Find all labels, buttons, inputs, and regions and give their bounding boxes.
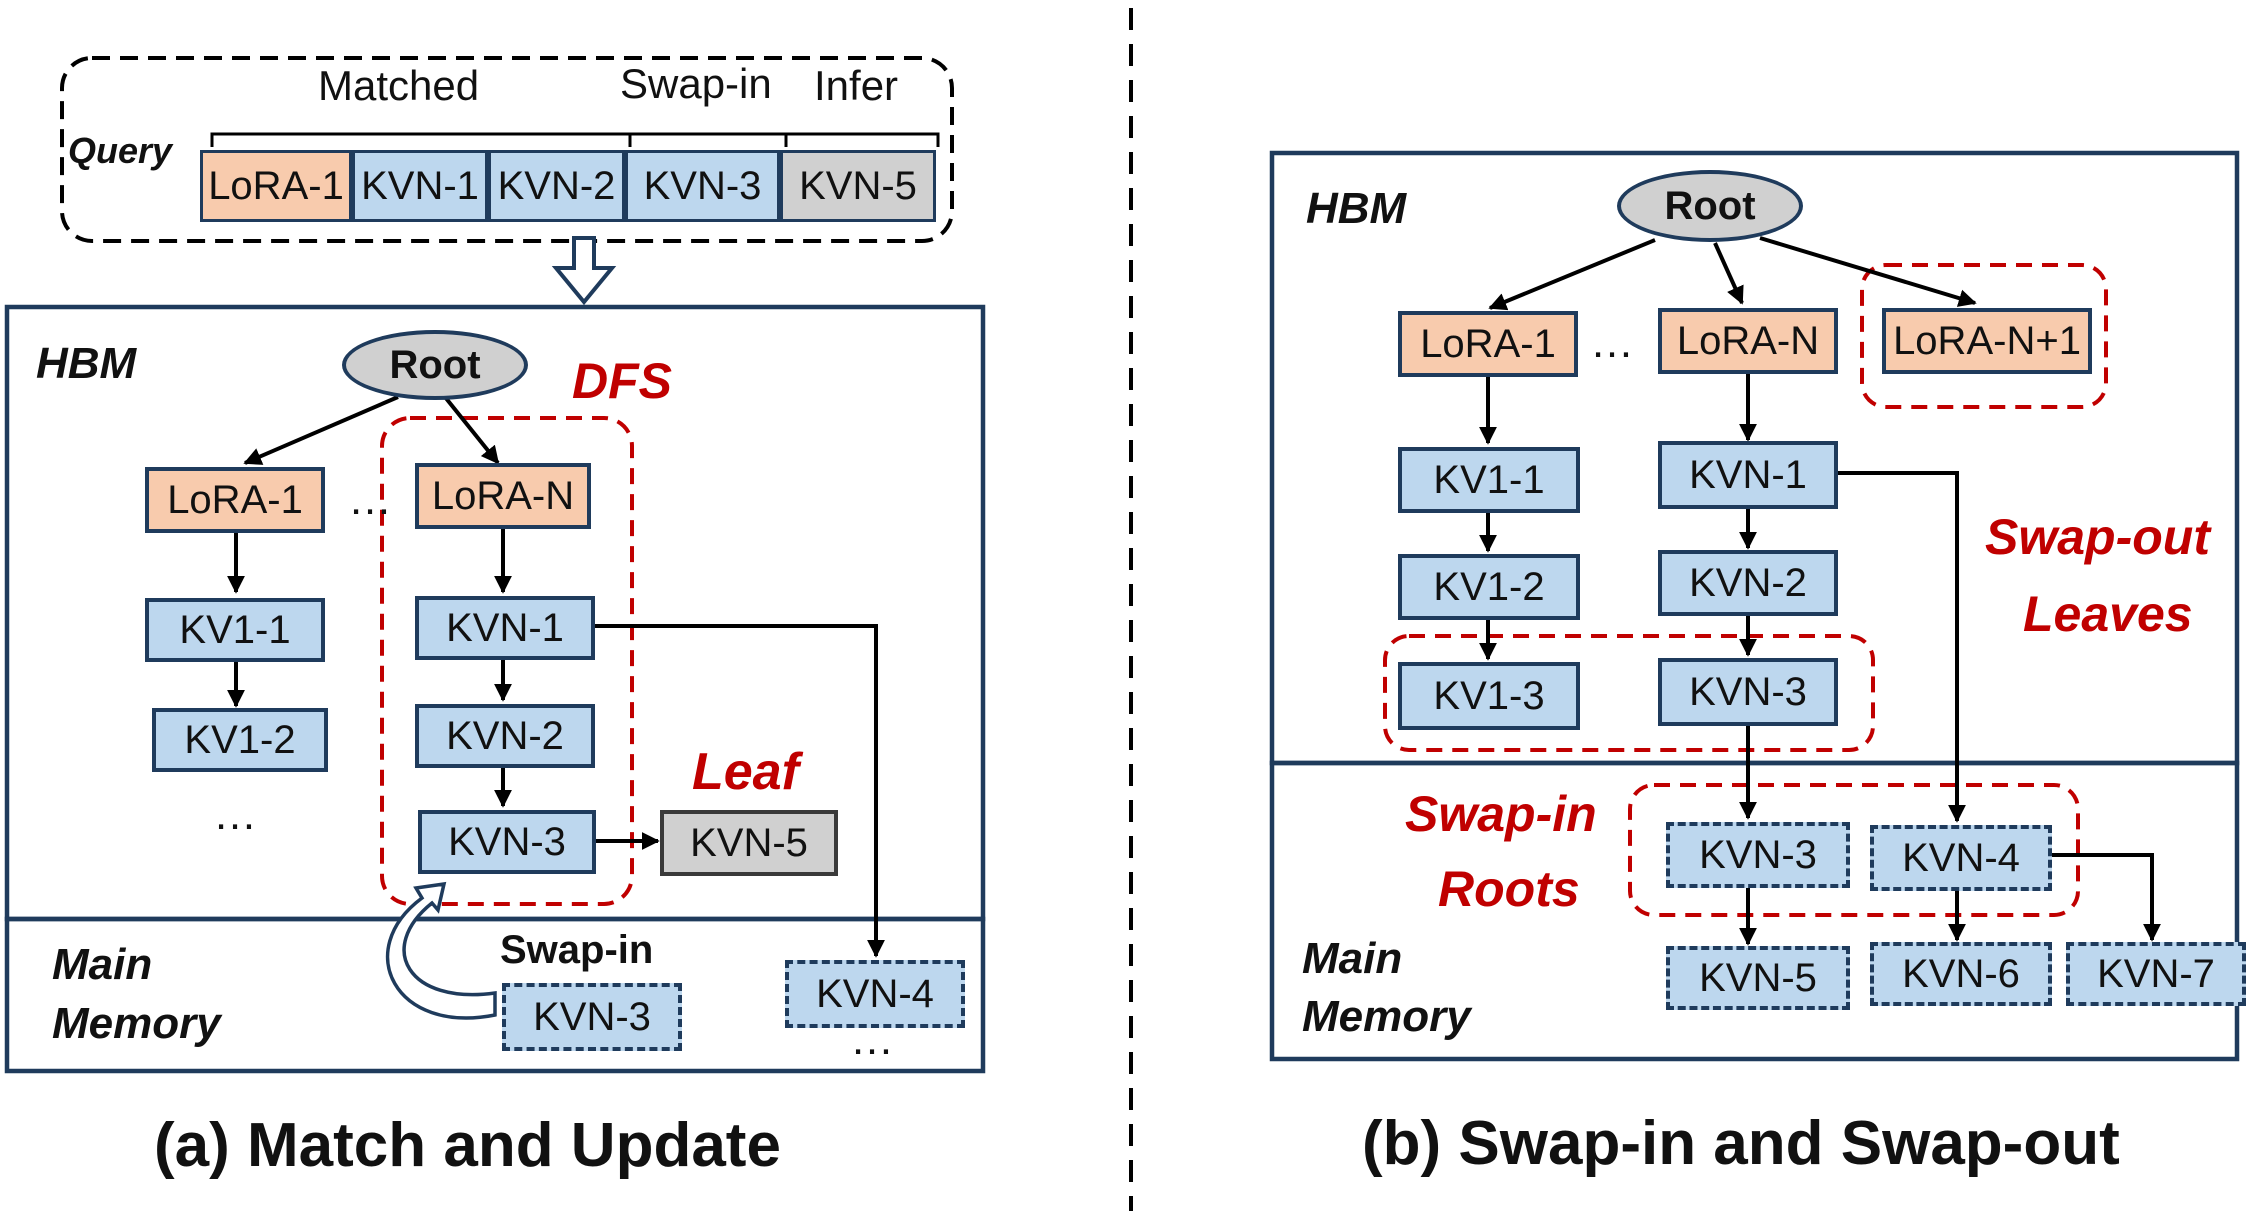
dfs-label: DFS: [572, 353, 672, 409]
panel-b-kv1-3-node: KV1-3: [1398, 662, 1580, 730]
panel-a-kvn-3-node: KVN-3: [418, 810, 596, 874]
panel-a-kv1-2-node: KV1-2: [152, 708, 328, 772]
panel-a-ellipsis-lora: …: [348, 475, 392, 524]
query-label: Query: [68, 130, 173, 171]
panel-a-root-node: Root: [342, 330, 528, 400]
panel-b-lora-n1-node: LoRA-N+1: [1882, 308, 2092, 374]
panel-b-mm-kvn-4-node: KVN-4: [1870, 825, 2052, 891]
query-cell-kvn-5: KVN-5: [780, 150, 936, 222]
arrow-root-loran1-b: [1759, 236, 1977, 307]
panel-b-main-memory-label-2: Memory: [1302, 992, 1471, 1041]
arrow-root-lora1-a: [243, 395, 399, 465]
panel-b-kv1-2-node: KV1-2: [1398, 554, 1580, 620]
arrow-root-lora1-b: [1488, 238, 1656, 311]
panel-a-kvn-2-node: KVN-2: [415, 704, 595, 768]
query-group-label-matched: Matched: [318, 62, 480, 109]
panel-b-main-memory-box: [1269, 760, 2240, 1062]
matched-bracket: [210, 132, 632, 147]
swap-in-bracket: [628, 132, 788, 147]
query-cell-kvn-2: KVN-2: [488, 150, 625, 222]
query-cell-kvn-3: KVN-3: [625, 150, 780, 222]
swap-in-roots-region: [1628, 783, 2080, 917]
leaf-label: Leaf: [692, 743, 799, 801]
panel-a-mm-kvn-4-node: KVN-4: [785, 960, 965, 1028]
panel-b-kvn-2-node: KVN-2: [1658, 550, 1838, 616]
panel-b-ellipsis-lora: …: [1590, 318, 1634, 367]
panel-a-kv1-1-node: KV1-1: [145, 598, 325, 662]
panel-a-caption: (a) Match and Update: [154, 1111, 781, 1180]
panel-b-lora-1-node: LoRA-1: [1398, 311, 1578, 377]
arrow-root-loran-b: [1713, 242, 1744, 305]
panel-a-kvn-1-node: KVN-1: [415, 596, 595, 660]
arrow-kvn4-kvn7-b: [2045, 853, 2161, 942]
panel-b-mm-kvn-5-node: KVN-5: [1666, 946, 1850, 1010]
swap-in-roots-label-1: Swap-in: [1405, 786, 1597, 842]
swap-in-curve-arrow: [385, 881, 497, 1020]
query-down-arrow: [551, 236, 617, 306]
panel-b-mm-kvn-3-node: KVN-3: [1666, 822, 1850, 888]
panel-a-ellipsis-mm: …: [850, 1015, 894, 1064]
query-cell-lora-1: LoRA-1: [200, 150, 352, 222]
query-box: [60, 56, 954, 243]
panel-b-kvn-3-node: KVN-3: [1658, 658, 1838, 726]
panel-b-kv1-1-node: KV1-1: [1398, 447, 1580, 513]
panel-b-caption: (b) Swap-in and Swap-out: [1362, 1109, 2120, 1178]
panel-b-root-node: Root: [1617, 170, 1803, 242]
panel-a-swap-in-label: Swap-in: [500, 928, 654, 972]
query-group-label-infer: Infer: [814, 62, 899, 109]
dfs-region: [380, 416, 634, 906]
panel-b-mm-kvn-6-node: KVN-6: [1870, 942, 2052, 1006]
panel-a-hbm-label: HBM: [36, 339, 137, 388]
arrow-kvn1-kvn4-a: [592, 624, 885, 958]
query-cell-kvn-1: KVN-1: [352, 150, 488, 222]
infer-bracket: [784, 132, 940, 147]
swap-out-leaves-label-1: Swap-out: [1985, 509, 2210, 565]
panel-a-ellipsis-kv1: …: [213, 790, 257, 839]
query-group-label-swap-in: Swap-in: [620, 60, 772, 107]
swap-out-leaves-region: [1383, 634, 1875, 752]
arrow-kvn1-kvn4-b: [1838, 471, 1966, 823]
panel-b-main-memory-label: Main: [1302, 934, 1403, 983]
panel-a-main-memory-label-2: Memory: [52, 999, 221, 1048]
panel-a-kvn-5-node: KVN-5: [660, 810, 838, 876]
arrow-root-loran-a: [443, 395, 500, 465]
panel-a-main-memory-box: [4, 916, 986, 1074]
panel-a-lora-1-node: LoRA-1: [145, 467, 325, 533]
panel-a-main-memory-label: Main: [52, 940, 153, 989]
panel-b-mm-kvn-7-node: KVN-7: [2066, 942, 2246, 1006]
panel-b-kvn-1-node: KVN-1: [1658, 441, 1838, 509]
swap-in-roots-label-2: Roots: [1438, 861, 1580, 917]
panel-a-mm-kvn-3-node: KVN-3: [502, 983, 682, 1051]
panel-a-lora-n-node: LoRA-N: [415, 463, 591, 529]
panel-b-lora-n-node: LoRA-N: [1658, 308, 1838, 374]
swap-out-leaves-label-2: Leaves: [2023, 586, 2193, 642]
panel-b-hbm-label: HBM: [1306, 184, 1407, 233]
